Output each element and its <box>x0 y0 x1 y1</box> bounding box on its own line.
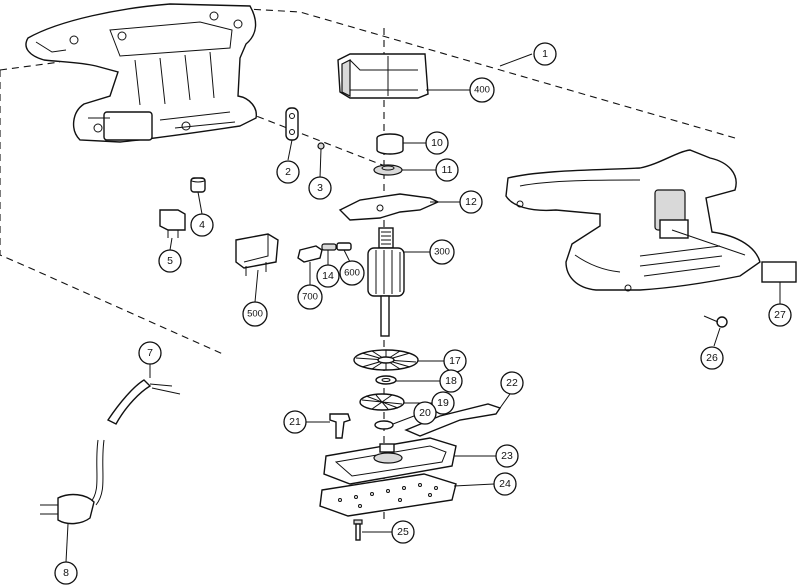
svg-text:19: 19 <box>437 397 449 409</box>
small-screw <box>317 142 325 150</box>
power-cord <box>89 379 181 506</box>
svg-text:2: 2 <box>285 166 291 178</box>
bearing-seat <box>373 164 403 176</box>
svg-text:4: 4 <box>199 219 205 231</box>
svg-text:11: 11 <box>442 164 453 176</box>
sanding-base <box>323 437 457 485</box>
svg-text:500: 500 <box>247 309 263 320</box>
callout-19: 19 <box>431 391 455 415</box>
svg-text:14: 14 <box>322 270 334 282</box>
bracket-plate <box>285 107 299 141</box>
callout-25: 25 <box>391 520 415 544</box>
power-plug <box>40 493 95 525</box>
callout-12: 12 <box>459 190 483 214</box>
bearing-washer <box>374 420 394 430</box>
bearing <box>376 133 404 155</box>
switch-cover <box>337 53 429 99</box>
callout-7: 7 <box>138 341 162 365</box>
fan <box>353 349 419 371</box>
svg-text:8: 8 <box>63 567 69 579</box>
svg-text:5: 5 <box>167 255 173 267</box>
callout-24: 24 <box>493 472 517 496</box>
svg-text:400: 400 <box>474 85 490 96</box>
brush-set <box>297 242 352 263</box>
callout-20: 20 <box>413 401 437 425</box>
svg-text:22: 22 <box>506 377 518 389</box>
left-housing-half <box>25 3 257 143</box>
brush-holder-bracket <box>338 193 440 221</box>
switch-block <box>159 209 186 238</box>
callout-2: 2 <box>276 160 300 184</box>
counterweight-fan <box>359 393 405 411</box>
callout-18: 18 <box>439 369 463 393</box>
callout-5: 5 <box>158 249 182 273</box>
svg-text:300: 300 <box>434 247 450 258</box>
callout-700: 700 <box>297 284 323 310</box>
clamp-clip <box>329 413 351 439</box>
svg-text:26: 26 <box>706 352 718 364</box>
callout-26: 26 <box>700 346 724 370</box>
paper-clamp-lever <box>404 403 502 437</box>
label-plate <box>761 261 797 283</box>
callout-3: 3 <box>308 176 332 200</box>
pad-screw <box>353 519 363 541</box>
svg-text:23: 23 <box>501 450 513 462</box>
terminal-screw <box>703 315 728 328</box>
switch-knob <box>190 177 206 193</box>
callout-22: 22 <box>500 371 524 395</box>
svg-text:600: 600 <box>344 268 360 279</box>
svg-text:24: 24 <box>499 478 511 490</box>
svg-text:25: 25 <box>397 526 409 538</box>
callout-23: 23 <box>495 444 519 468</box>
callout-600: 600 <box>339 260 365 286</box>
svg-text:10: 10 <box>431 137 443 149</box>
callout-10: 10 <box>425 131 449 155</box>
capacitor <box>235 233 279 276</box>
callout-14: 14 <box>316 264 340 288</box>
callout-300: 300 <box>429 239 455 265</box>
callout-4: 4 <box>190 213 214 237</box>
svg-text:700: 700 <box>302 292 318 303</box>
callout-1: 1 <box>533 42 557 66</box>
svg-text:12: 12 <box>465 196 477 208</box>
callout-21: 21 <box>283 410 307 434</box>
svg-text:21: 21 <box>289 416 301 428</box>
sanding-pad <box>319 473 457 517</box>
svg-text:1: 1 <box>542 48 548 60</box>
svg-text:3: 3 <box>317 182 323 194</box>
right-housing-half <box>505 149 761 292</box>
callout-400: 400 <box>469 77 495 103</box>
callout-27: 27 <box>768 303 792 327</box>
callout-8: 8 <box>54 561 78 585</box>
callout-11: 11 <box>435 158 459 182</box>
callout-17: 17 <box>443 349 467 373</box>
armature <box>367 227 405 337</box>
washer <box>375 375 397 385</box>
svg-text:7: 7 <box>147 347 153 359</box>
svg-text:20: 20 <box>419 407 431 419</box>
svg-text:27: 27 <box>774 309 786 321</box>
callout-500: 500 <box>242 301 268 327</box>
svg-text:17: 17 <box>449 355 461 367</box>
svg-text:18: 18 <box>445 375 457 387</box>
leader-lines <box>65 53 781 563</box>
